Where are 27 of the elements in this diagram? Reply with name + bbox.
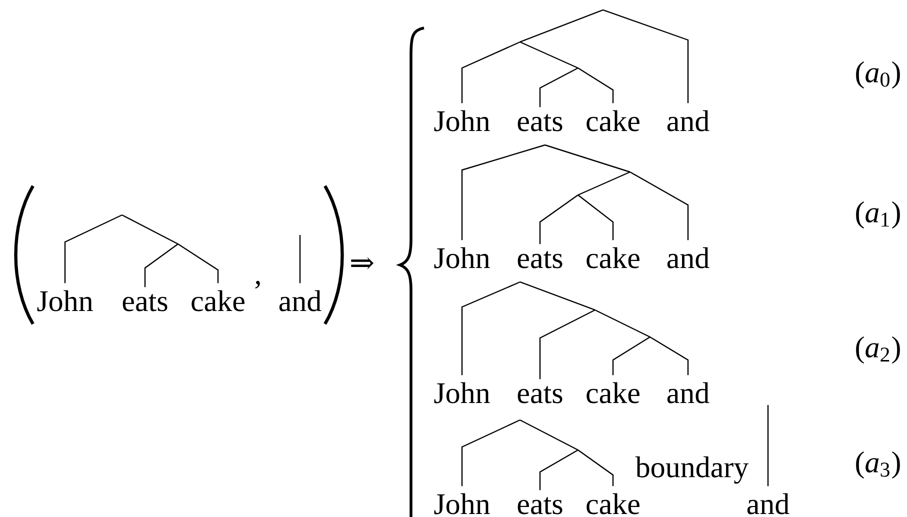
equation-label: (a$_{1}$) <box>856 201 900 229</box>
word: eats <box>518 114 562 132</box>
word: cake <box>586 493 640 514</box>
word: and <box>667 247 710 268</box>
word: cake <box>586 382 640 404</box>
word: and <box>747 493 790 514</box>
word: John <box>37 290 93 312</box>
annotation: boundary <box>635 456 749 484</box>
word: John <box>434 110 490 132</box>
word: cake <box>192 290 244 312</box>
word: cake <box>586 110 640 132</box>
word: eats <box>518 251 562 268</box>
word: and <box>279 290 322 312</box>
word: John <box>434 493 490 514</box>
comma: , <box>255 280 260 289</box>
word: cake <box>586 247 640 268</box>
word: eats <box>122 294 168 312</box>
equation-label: (a$_{0}$) <box>856 61 900 89</box>
equation-label: (a$_{3}$) <box>856 451 900 479</box>
word: John <box>434 247 490 268</box>
implies-symbol: ⇒ <box>351 257 374 270</box>
word: eats <box>518 386 562 404</box>
equation-label: (a$_{2}$) <box>856 336 900 364</box>
word: and <box>667 382 710 404</box>
word: John <box>434 382 490 404</box>
word: and <box>667 110 710 132</box>
word: eats <box>518 497 562 514</box>
